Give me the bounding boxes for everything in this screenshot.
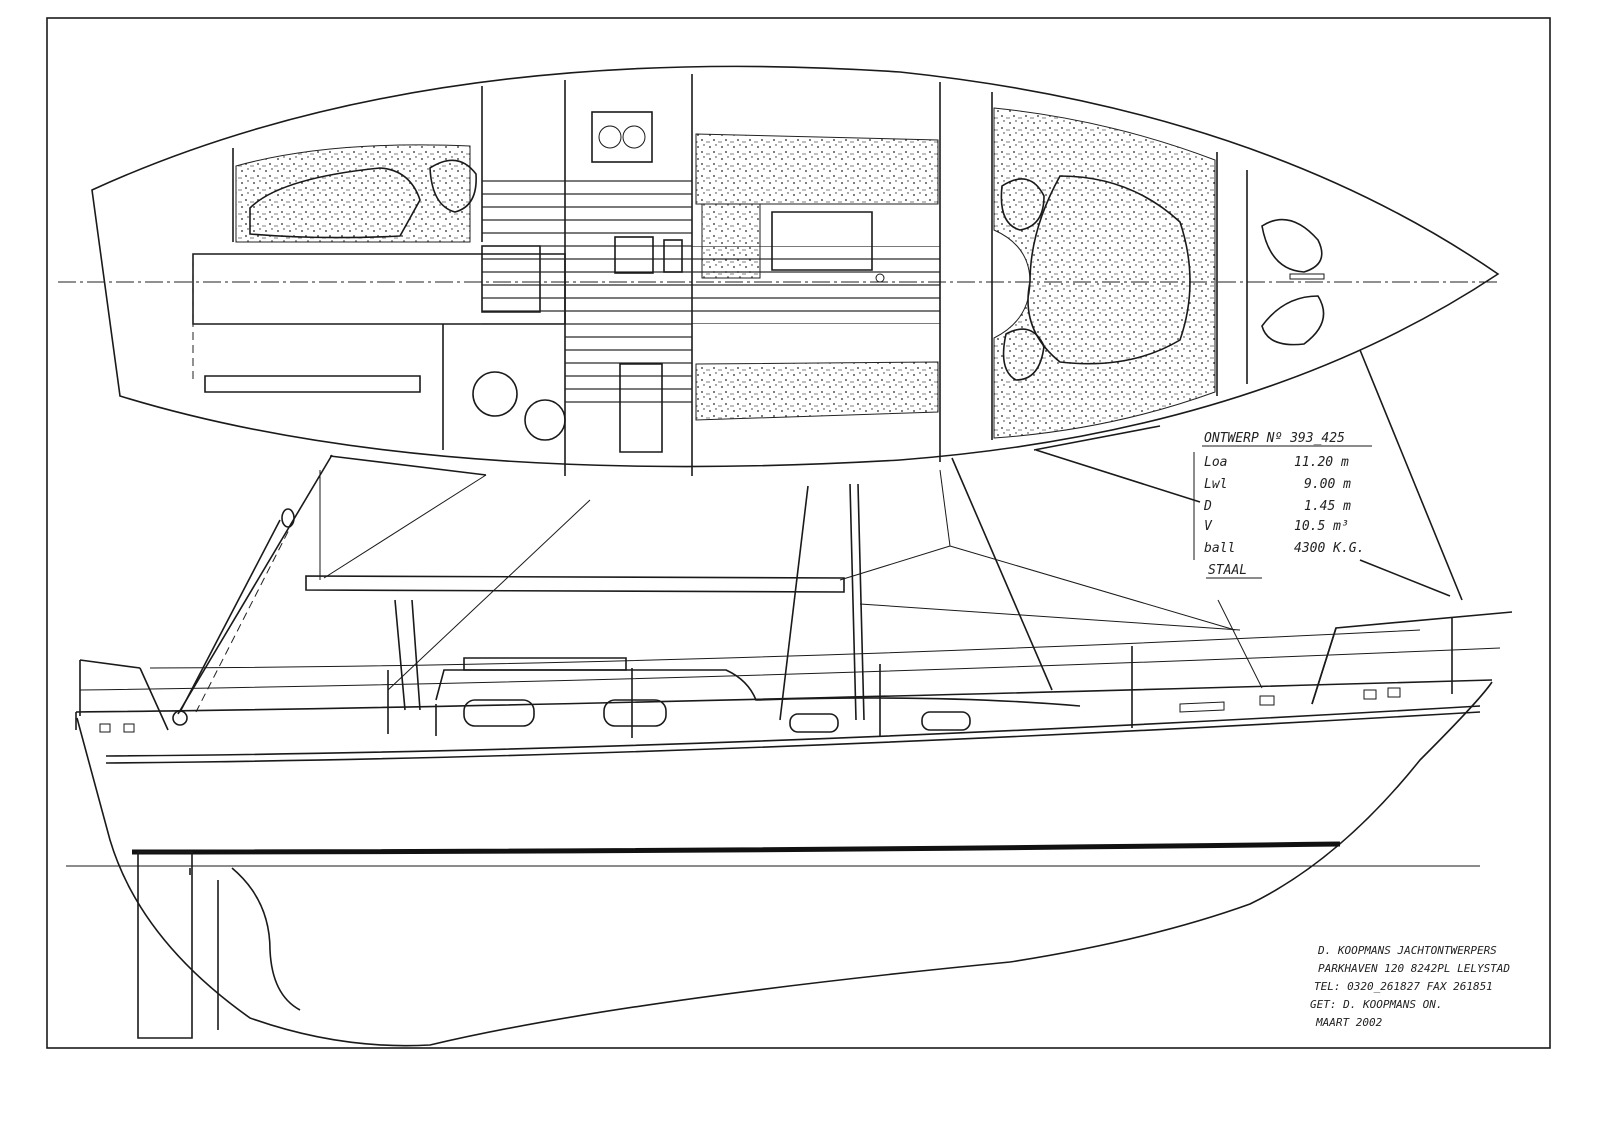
mast (849, 483, 857, 721)
sail-plan (172, 349, 1463, 726)
spec-label-lwl: Lwl (1204, 477, 1227, 492)
spec-value-loa: 11.20 m (1294, 455, 1349, 470)
spec-value-ballast: 4300 K.G. (1294, 541, 1364, 556)
saloon-settee-starboard (695, 361, 939, 421)
portlight (603, 699, 667, 727)
boom (305, 575, 845, 593)
hull-profile-outline (76, 681, 1493, 1047)
spec-label-volume: V (1204, 519, 1213, 534)
guardrail (149, 629, 1421, 669)
spec-value-volume: 10.5 m³ (1294, 519, 1349, 534)
spec-value-draft: 1.45 m (1304, 499, 1351, 514)
specification-table: ONTWERP Nº 393_425 Loa 11.20 m Lwl 9.00 … (1193, 431, 1372, 579)
coachroof (435, 669, 1081, 707)
portlight (789, 713, 839, 733)
design-number: ONTWERP Nº 393_425 (1204, 431, 1345, 446)
boot-top-stripe (131, 841, 1341, 855)
drawn-by: GET: D. KOOPMANS ON. (1310, 998, 1442, 1011)
spec-label-draft: D (1203, 499, 1212, 514)
designer-name: D. KOOPMANS JACHTONTWERPERS (1317, 944, 1497, 957)
saloon-settee-port (695, 133, 939, 205)
winch-icon (472, 371, 518, 417)
spec-material: STAAL (1208, 563, 1247, 578)
rudder (137, 851, 193, 1039)
keel (231, 867, 301, 1011)
designer-title-block: D. KOOPMANS JACHTONTWERPERS PARKHAVEN 12… (1310, 944, 1510, 1029)
forward-cabin-berth (993, 107, 1216, 439)
designer-phone: TEL: 0320_261827 FAX 261851 (1314, 980, 1493, 993)
spec-label-ballast: ball (1204, 541, 1235, 556)
spec-label-loa: Loa (1204, 455, 1227, 470)
designer-address: PARKHAVEN 120 8242PL LELYSTAD (1318, 962, 1510, 975)
deck-plan-view (58, 65, 1500, 476)
drawing-border (46, 17, 1551, 1049)
hull-plan-outline (91, 65, 1500, 468)
saloon-sole (482, 176, 692, 324)
hull-profile-view (66, 611, 1513, 1047)
spec-value-lwl: 9.00 m (1304, 477, 1351, 492)
saloon-table (771, 211, 873, 271)
portlight (921, 711, 971, 731)
portlight (463, 699, 535, 727)
galley-stove (591, 111, 653, 163)
drawing-date: MAART 2002 (1315, 1016, 1383, 1029)
aft-cabin-berth (235, 144, 471, 243)
